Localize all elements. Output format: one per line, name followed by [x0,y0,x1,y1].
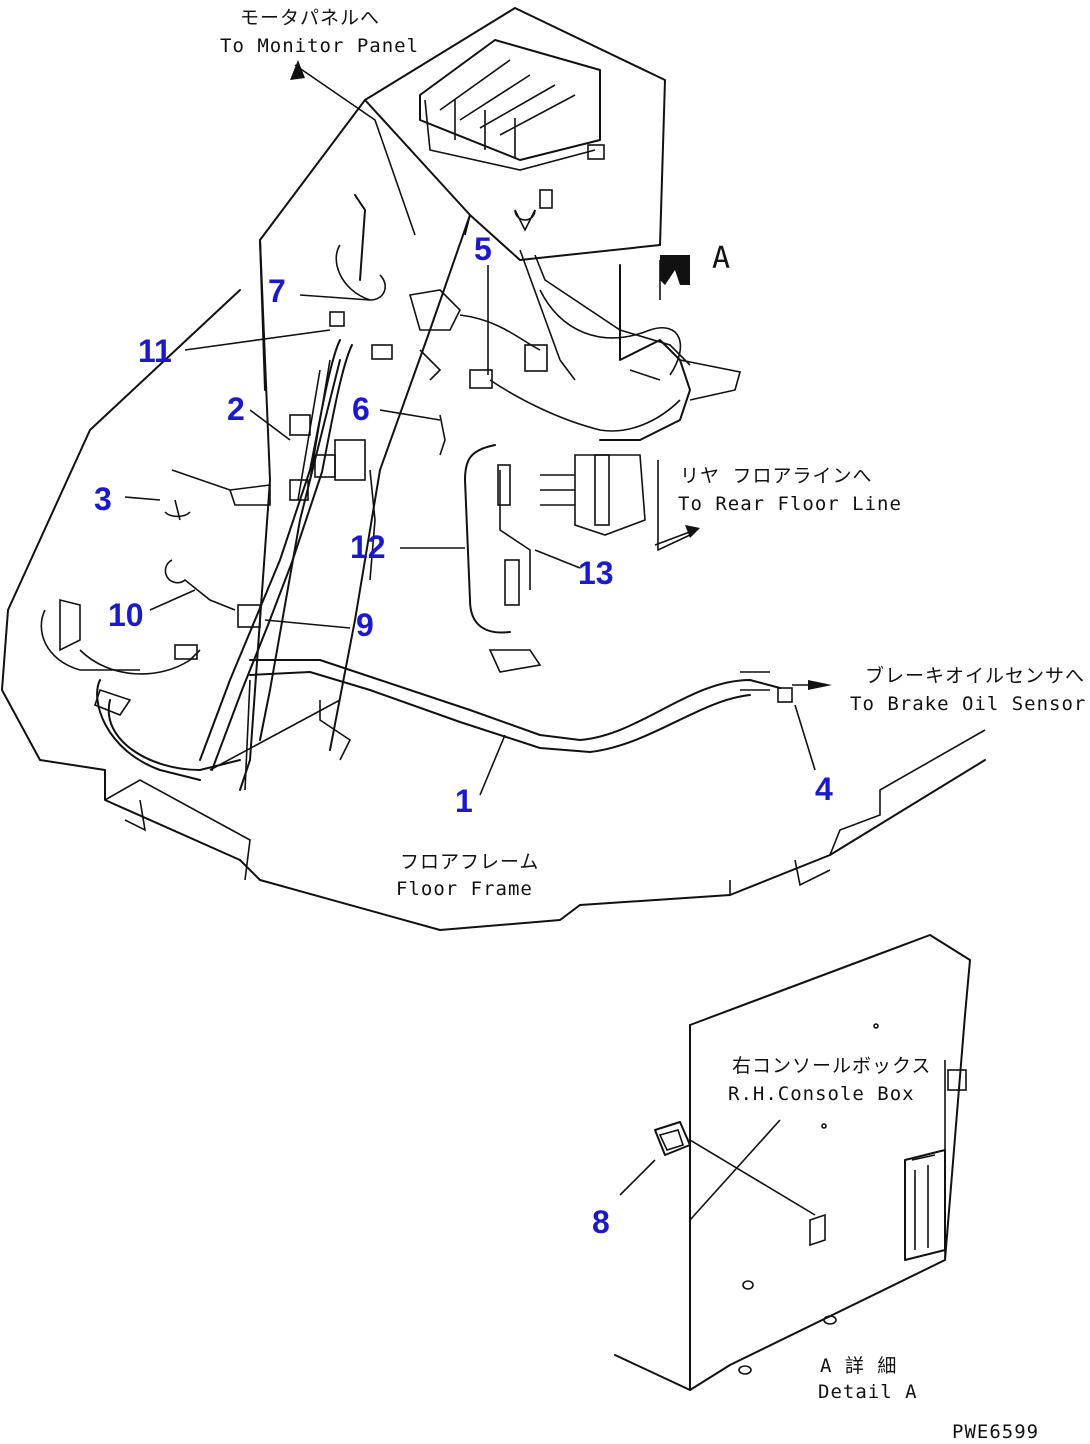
callout-3: 3 [94,481,112,517]
callouts: 1 2 3 4 5 6 7 8 9 10 11 12 13 [94,231,833,1240]
view-marker-label: A [712,241,731,276]
text-labels: モータパネルへ To Monitor Panel リヤ フロアラインへ To R… [220,7,1086,1443]
callout-8: 8 [592,1204,610,1240]
label-monitor-en: To Monitor Panel [220,35,419,57]
rear-harness [469,254,742,552]
label-console-jp: 右コンソールボックス [732,1055,931,1077]
console-box [614,934,971,1391]
callout-7: 7 [268,273,286,309]
callout-9: 9 [356,607,374,643]
label-rear-floor-jp: リヤ フロアラインへ [680,465,872,487]
label-rear-floor-en: To Rear Floor Line [678,493,902,515]
bracket-assembly [439,414,542,673]
label-console-en: R.H.Console Box [728,1083,915,1105]
label-detail-jp: A 詳 細 [820,1355,897,1377]
floor-frame [1,289,986,931]
callout-11: 11 [138,333,172,369]
label-detail-en: Detail A [818,1381,918,1403]
label-monitor-jp: モータパネルへ [240,7,380,29]
leader-lines [124,60,816,1196]
vertical-harness [164,339,376,771]
label-brake-sensor-en: To Brake Oil Sensor [850,693,1086,715]
callout-10: 10 [108,597,144,633]
view-arrow-a [660,255,690,285]
callout-1: 1 [455,783,473,819]
callout-2: 2 [227,391,245,427]
main-structure [239,99,548,791]
callout-5: 5 [474,231,492,267]
drawing-code: PWE6599 [952,1421,1039,1443]
main-harness [40,598,832,791]
callout-12: 12 [350,529,386,565]
callout-4: 4 [815,771,833,807]
label-floor-frame-jp: フロアフレーム [400,851,539,873]
callout-13: 13 [578,555,614,591]
label-brake-sensor-jp: ブレーキオイルセンサへ [865,664,1085,687]
label-floor-frame-en: Floor Frame [396,878,533,900]
callout-6: 6 [352,391,370,427]
